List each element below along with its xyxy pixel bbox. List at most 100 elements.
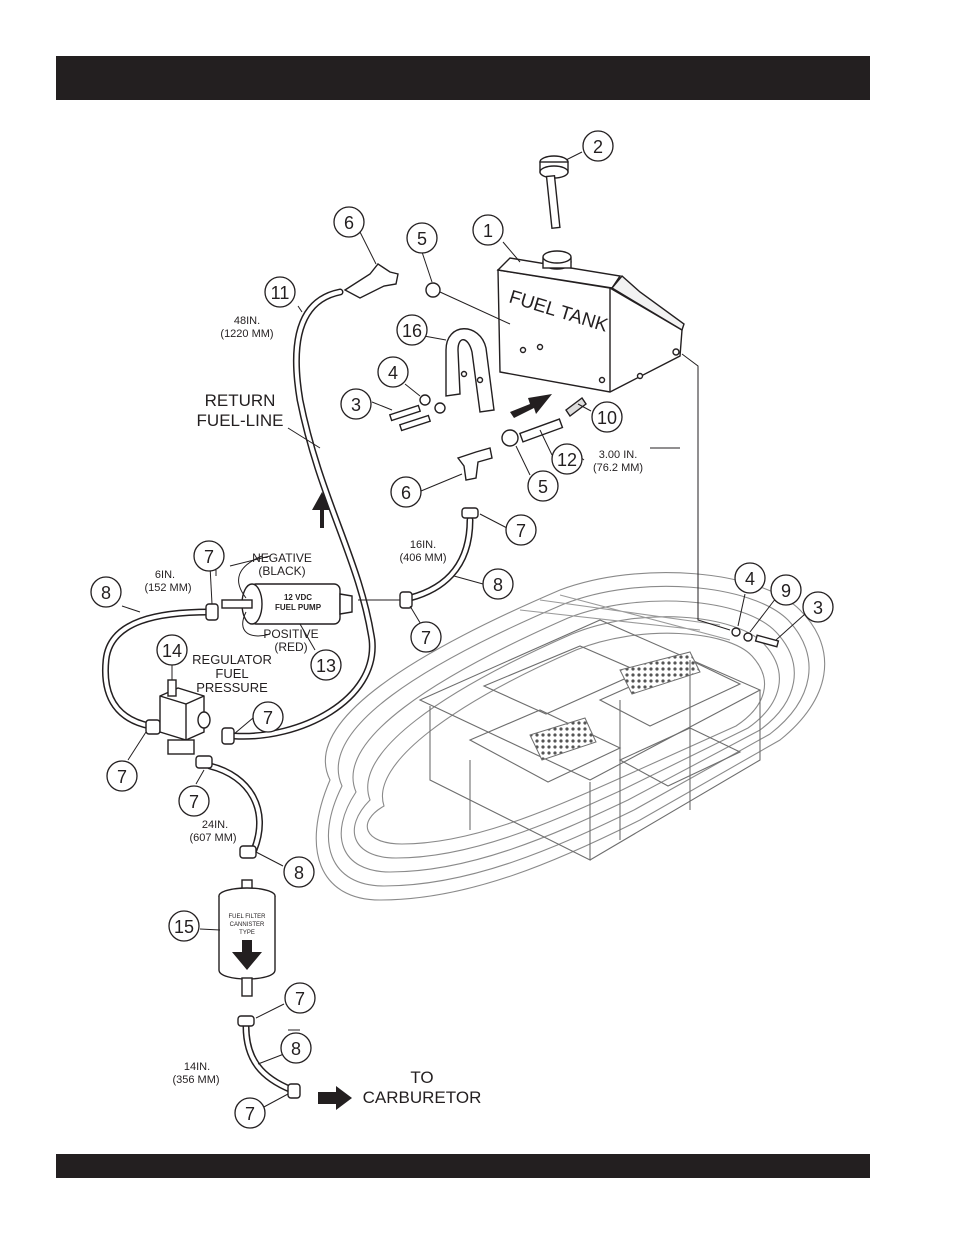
- svg-text:4: 4: [745, 569, 755, 589]
- carburetor-label: CARBURETOR: [363, 1088, 482, 1107]
- hose-16-metric: (406 MM): [399, 552, 446, 564]
- callout-12: 12: [551, 443, 583, 475]
- hose-16-length: 16IN.: [410, 539, 436, 551]
- hose-24-metric: (607 MM): [189, 832, 236, 844]
- callout-8: 8: [482, 568, 514, 600]
- regulator-label-2: FUEL: [215, 666, 248, 681]
- hose-14-length: 14IN.: [184, 1061, 210, 1073]
- pump-label-1: 12 VDC: [284, 593, 312, 602]
- fuel-tank: FUEL TANK: [496, 250, 685, 393]
- callout-8: 8: [283, 856, 315, 888]
- fuel-pressure-regulator: [159, 679, 211, 755]
- callout-10: 10: [591, 401, 623, 433]
- svg-text:7: 7: [516, 521, 526, 541]
- fuel-filter: FUEL FILTER CANNISTER TYPE: [218, 879, 276, 997]
- flow-arrow-tank: [510, 394, 552, 418]
- svg-text:4: 4: [388, 363, 398, 383]
- negative-label: NEGATIVE: [252, 551, 312, 565]
- callout-7: 7: [284, 982, 316, 1014]
- svg-text:7: 7: [263, 708, 273, 728]
- hardware: [388, 282, 780, 648]
- svg-text:7: 7: [245, 1104, 255, 1124]
- svg-text:8: 8: [493, 575, 503, 595]
- callout-16: 16: [396, 314, 428, 346]
- callout-6: 6: [333, 206, 365, 238]
- callout-3: 3: [340, 388, 372, 420]
- svg-text:7: 7: [295, 989, 305, 1009]
- callout-7: 7: [234, 1097, 266, 1129]
- callout-4: 4: [377, 356, 409, 388]
- callout-7: 7: [505, 514, 537, 546]
- svg-text:8: 8: [291, 1039, 301, 1059]
- svg-text:5: 5: [538, 477, 548, 497]
- callout-15: 15: [168, 910, 200, 942]
- svg-text:2: 2: [593, 137, 603, 157]
- regulator-label-1: REGULATOR: [192, 652, 272, 667]
- negative-color: (BLACK): [258, 564, 305, 578]
- svg-text:5: 5: [417, 229, 427, 249]
- callout-13: 13: [310, 649, 342, 681]
- callout-5: 5: [406, 222, 438, 254]
- callout-7: 7: [410, 621, 442, 653]
- svg-text:9: 9: [781, 581, 791, 601]
- callout-7: 7: [106, 760, 138, 792]
- callout-5: 5: [527, 470, 559, 502]
- callout-4: 4: [734, 562, 766, 594]
- hose-24-length: 24IN.: [202, 819, 228, 831]
- callout-7: 7: [193, 540, 225, 572]
- positive-label: POSITIVE: [263, 627, 318, 641]
- svg-text:7: 7: [189, 792, 199, 812]
- svg-text:8: 8: [294, 863, 304, 883]
- svg-text:6: 6: [401, 483, 411, 503]
- hoses: [101, 288, 474, 1094]
- tee-fitting: [456, 447, 493, 481]
- svg-text:12: 12: [557, 450, 577, 470]
- trowel-frame: [315, 572, 826, 901]
- svg-text:3: 3: [813, 598, 823, 618]
- header-bar: [56, 56, 870, 100]
- callout-6: 6: [390, 476, 422, 508]
- hose-48-metric: (1220 MM): [220, 328, 273, 340]
- hose-clamps: [145, 507, 479, 1099]
- flow-arrow-carburetor: [318, 1086, 352, 1110]
- regulator-label-3: PRESSURE: [196, 680, 268, 695]
- callout-9: 9: [770, 574, 802, 606]
- return-fuel-line-label-1: RETURN: [205, 391, 276, 410]
- positive-color: (RED): [274, 640, 307, 654]
- callout-1: 1: [472, 214, 504, 246]
- svg-text:3: 3: [351, 395, 361, 415]
- svg-text:7: 7: [204, 547, 214, 567]
- callout-7: 7: [252, 701, 284, 733]
- pump-label-2: FUEL PUMP: [275, 603, 322, 612]
- callout-3: 3: [802, 591, 834, 623]
- callout-7: 7: [178, 785, 210, 817]
- callout-11: 11: [264, 276, 296, 308]
- callout-8: 8: [90, 576, 122, 608]
- filter-label-2: CANNISTER: [230, 922, 265, 928]
- footer-bar: [56, 1154, 870, 1178]
- hose-6-metric: (152 MM): [144, 582, 191, 594]
- svg-text:14: 14: [162, 641, 182, 661]
- svg-text:10: 10: [597, 408, 617, 428]
- svg-text:11: 11: [271, 283, 290, 303]
- elbow-fitting-top: [343, 263, 399, 299]
- svg-text:7: 7: [117, 767, 127, 787]
- filter-label-1: FUEL FILTER: [228, 914, 266, 920]
- svg-text:15: 15: [174, 917, 194, 937]
- callout-8: 8: [280, 1032, 312, 1064]
- to-label: TO: [410, 1068, 433, 1087]
- svg-text:6: 6: [344, 213, 354, 233]
- svg-text:1: 1: [483, 221, 493, 241]
- dim-300-in: 3.00 IN.: [599, 449, 638, 461]
- svg-text:16: 16: [402, 321, 422, 341]
- callout-14: 14: [156, 634, 188, 666]
- mounting-bracket: [445, 328, 495, 413]
- callout-2: 2: [582, 130, 614, 162]
- hose-48-length: 48IN.: [234, 315, 260, 327]
- fuel-cap-dipstick: [539, 155, 569, 230]
- hose-14-metric: (356 MM): [172, 1074, 219, 1086]
- svg-text:13: 13: [316, 656, 336, 676]
- filter-label-3: TYPE: [239, 930, 255, 936]
- dim-300-mm: (76.2 MM): [593, 462, 643, 474]
